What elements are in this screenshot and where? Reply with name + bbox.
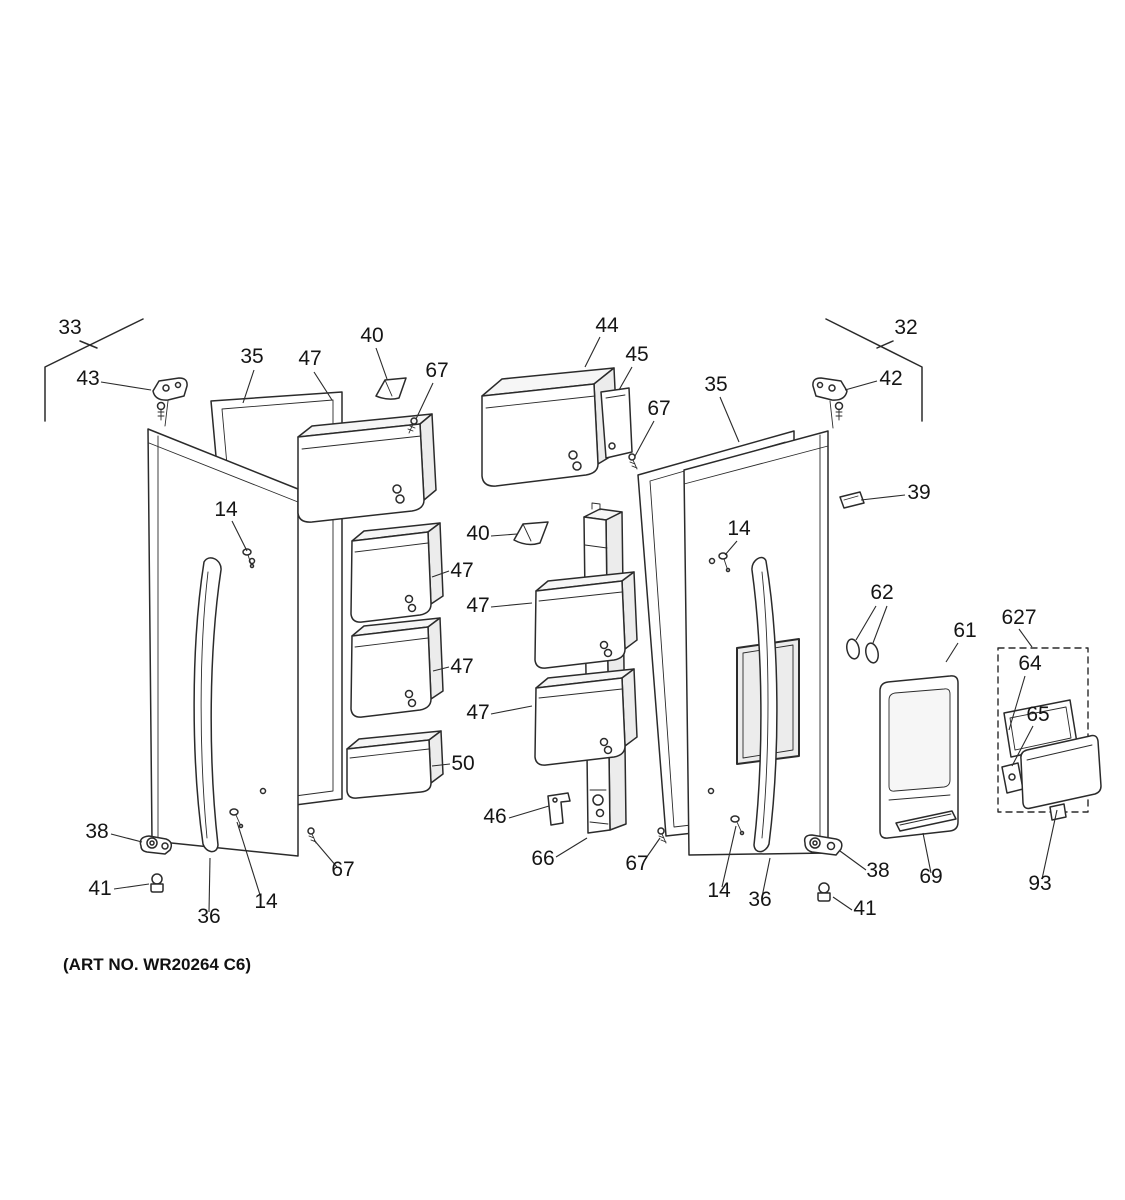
right-door-panel: [683, 430, 829, 856]
part-label-47-center-lower: 47: [466, 701, 489, 724]
part-label-67-center-top: 67: [647, 397, 670, 420]
part-label-40-center: 40: [466, 522, 489, 545]
shelf-bracket-45: [600, 387, 633, 459]
shim-plate-39: [839, 491, 865, 509]
part-label-41-left: 41: [88, 877, 111, 900]
part-label-50: 50: [451, 752, 474, 775]
part-label-67-left-bottom: 67: [331, 858, 354, 881]
screw-67-center-bottom: [657, 827, 667, 844]
part-label-14-right-top: 14: [727, 517, 751, 540]
door-tray-left: [346, 730, 444, 799]
part-label-38-left: 38: [85, 820, 108, 843]
rail-bracket-46: [547, 792, 571, 826]
drip-tray-93: [1020, 734, 1102, 821]
center-mullion-rail: [583, 502, 627, 834]
part-label-40-left: 40: [360, 324, 383, 347]
part-label-69: 69: [919, 865, 942, 888]
trim-strip-69: [895, 810, 957, 832]
right-door-assembly: [637, 377, 1102, 902]
part-label-47-left-mid: 47: [450, 559, 473, 582]
part-label-14-right-bottom: 14: [707, 879, 731, 902]
callout-labels: 33 43 35 47 40 67 14 47 47 50 38 41 36 1…: [58, 314, 1051, 928]
hinge-grommet-right: [817, 882, 831, 902]
part-label-45: 45: [625, 343, 648, 366]
part-label-14-left-top: 14: [214, 498, 238, 521]
part-label-36-right: 36: [748, 888, 771, 911]
screw-14-right-top: [718, 552, 731, 573]
reference-brackets: [44, 318, 923, 422]
top-hinge-right: [812, 377, 848, 429]
part-label-33: 33: [58, 316, 81, 339]
part-label-36-left: 36: [197, 905, 220, 928]
center-parts: [481, 367, 667, 844]
bottom-hinge-right: [803, 834, 843, 856]
screw-14-left-top: [242, 548, 255, 569]
top-shelf-module: [481, 367, 619, 487]
left-door-assembly: [139, 377, 444, 893]
right-door-handle: [751, 556, 778, 853]
center-bin-upper: [534, 571, 638, 669]
part-label-42: 42: [879, 367, 902, 390]
part-label-93: 93: [1028, 872, 1051, 895]
door-bin-top-left: [297, 413, 437, 523]
bottom-hinge-left: [139, 835, 173, 855]
part-label-41-right: 41: [853, 897, 876, 920]
door-bin-middle-left: [350, 522, 444, 623]
part-label-35-left: 35: [240, 345, 263, 368]
part-label-38-right: 38: [866, 859, 889, 882]
part-label-627: 627: [1001, 606, 1036, 629]
door-bin-lower-left: [350, 617, 444, 718]
part-label-61: 61: [953, 619, 976, 642]
center-bin-lower: [534, 668, 638, 766]
part-label-67-left-top: 67: [425, 359, 448, 382]
part-label-32: 32: [894, 316, 917, 339]
part-label-47-center-upper: 47: [466, 594, 489, 617]
part-label-64: 64: [1018, 652, 1042, 675]
screw-14-right-bottom: [730, 815, 745, 836]
part-label-47-left-lower: 47: [450, 655, 473, 678]
screw-67-center-top: [628, 453, 638, 470]
part-label-39: 39: [907, 481, 930, 504]
part-label-67-center-bottom: 67: [625, 852, 648, 875]
leader-lines: [100, 336, 1058, 913]
part-label-62: 62: [870, 581, 893, 604]
part-label-14-left-bottom: 14: [254, 890, 278, 913]
part-label-46: 46: [483, 805, 506, 828]
part-label-66: 66: [531, 847, 554, 870]
caps-62: [846, 638, 879, 664]
part-label-65: 65: [1026, 703, 1049, 726]
top-hinge-left: [152, 377, 188, 427]
part-label-43: 43: [76, 367, 99, 390]
part-label-35-right: 35: [704, 373, 727, 396]
hinge-grommet-left: [150, 873, 164, 893]
dispenser-panel-61: [879, 675, 959, 839]
left-door-handle: [193, 557, 222, 853]
art-number: (ART NO. WR20264 C6): [63, 955, 251, 974]
screw-67-left-top: [407, 417, 418, 434]
shelf-end-cap-left: [375, 377, 407, 400]
part-label-44: 44: [595, 314, 619, 337]
part-label-47-top-left: 47: [298, 347, 321, 370]
screw-14-left-bottom: [229, 808, 244, 829]
left-door-panel: [147, 428, 299, 857]
shelf-end-cap-center: [513, 521, 549, 546]
